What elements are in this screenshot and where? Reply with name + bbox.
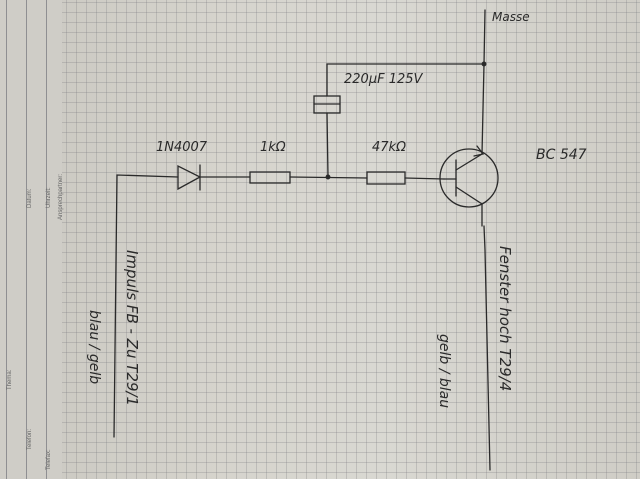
resistor-47k [366, 171, 406, 185]
output-label-line2: gelb / blau [436, 334, 452, 408]
wire-output [483, 225, 491, 471]
transistor-label: BC 547 [536, 147, 587, 163]
transistor-body [439, 148, 499, 208]
resistor-1k-label: 1kΩ [260, 140, 286, 155]
wire-node-capacitor [326, 112, 329, 178]
input-label-line1: Impuls FB - Zu T29/1 [123, 250, 141, 406]
form-header-strip: Thema: Datum: Telefon: Uhrzeit: Telefax:… [0, 0, 64, 479]
masse-label: Masse [492, 10, 530, 24]
wire-r2-base [404, 177, 445, 180]
resistor-47k-label: 47kΩ [372, 140, 406, 155]
form-divider [46, 0, 47, 479]
form-divider [6, 0, 7, 479]
transistor-arrow [473, 145, 485, 157]
output-label-line1: Fenster hoch T29/4 [496, 246, 514, 391]
ground-node [481, 61, 487, 67]
graph-paper-grid [62, 0, 640, 479]
wire-input [113, 174, 179, 438]
diode-symbol [177, 164, 202, 191]
wire-capacitor-top [326, 63, 485, 97]
form-divider [26, 0, 27, 479]
input-label-line2: blau / gelb [86, 310, 102, 384]
transistor-emitter [455, 186, 483, 227]
resistor-1k [249, 171, 291, 184]
wire-ground [483, 9, 486, 65]
diode-label: 1N4007 [156, 140, 208, 155]
capacitor-label: 220µF 125V [344, 72, 424, 87]
